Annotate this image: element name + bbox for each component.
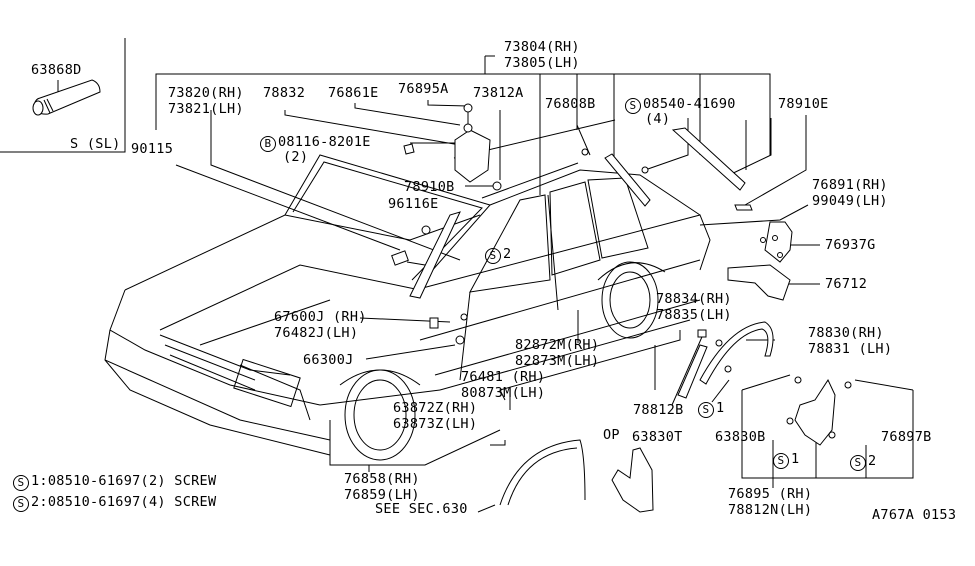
- label-78835: 78835(LH): [656, 307, 732, 323]
- screw-symbol-icon: S: [13, 475, 29, 491]
- screw-symbol-icon: S: [698, 402, 714, 418]
- label-76937g: 76937G: [825, 237, 876, 253]
- label-82872m: 82872M(RH): [515, 337, 600, 353]
- label-76482j: 76482J(LH): [274, 325, 359, 341]
- label-96116e: 96116E: [388, 196, 439, 212]
- inset-frame: [0, 38, 126, 153]
- label-78831: 78831 (LH): [808, 341, 893, 357]
- label-76861e: 76861E: [328, 85, 379, 101]
- label-73812a: 73812A: [473, 85, 524, 101]
- part-wheel-arch-liner: [499, 439, 586, 506]
- screw-symbol-icon: S: [13, 496, 29, 512]
- screw-symbol-icon: S: [850, 455, 866, 471]
- part-63830t-mudguard: [611, 447, 654, 513]
- car-body-drawing: [104, 154, 711, 461]
- label-08116-qty: (2): [283, 149, 309, 165]
- label-76481: 76481 (RH): [461, 369, 546, 385]
- part-76712: [727, 264, 791, 301]
- label-76895a: 76895A: [398, 81, 449, 97]
- label-63830t: 63830T: [632, 429, 683, 445]
- label-82873m: 82873M(LH): [515, 353, 600, 369]
- label-76891: 76891(RH): [812, 177, 888, 193]
- label-73804: 73804(RH): [504, 39, 580, 55]
- label-76712: 76712: [825, 276, 868, 292]
- label-see-sec-630: SEE SEC.630: [375, 501, 468, 517]
- label-90115: 90115: [131, 141, 174, 157]
- screw-ref-number: 2: [503, 246, 512, 262]
- label-67600j: 67600J (RH): [274, 309, 367, 325]
- label-78830: 78830(RH): [808, 325, 884, 341]
- label-78812b: 78812B: [633, 402, 684, 418]
- mirror-assembly: [403, 103, 502, 191]
- label-s-sl: S (SL): [70, 136, 121, 152]
- part-63868d-cylinder: [32, 79, 101, 116]
- label-08540-text: 08540-41690: [643, 96, 736, 112]
- label-73820: 73820(RH): [168, 85, 244, 101]
- screw-symbol-icon: S: [773, 453, 789, 469]
- fasteners: [421, 148, 753, 345]
- legend-text: 1:08510-61697(2) SCREW: [31, 473, 217, 489]
- part-76895-mudguard: [786, 376, 852, 446]
- label-76895: 76895 (RH): [728, 486, 813, 502]
- roof-moldings: [604, 127, 746, 207]
- bolt-symbol-icon: B: [260, 136, 276, 152]
- drawing-id: A767A 0153: [872, 507, 957, 523]
- screw-ref-number: 2: [868, 453, 877, 469]
- screw-symbol-icon: S: [485, 248, 501, 264]
- bracket-76858: [329, 420, 501, 513]
- label-76897b: 76897B: [881, 429, 932, 445]
- label-63830b: 63830B: [715, 429, 766, 445]
- label-76808b: 76808B: [545, 96, 596, 112]
- leader-lines: [175, 100, 820, 446]
- label-76858: 76858(RH): [344, 471, 420, 487]
- label-76859: 76859(LH): [344, 487, 420, 503]
- label-66300j: 66300J: [303, 352, 354, 368]
- label-op: OP: [603, 427, 620, 443]
- label-73821: 73821(LH): [168, 101, 244, 117]
- label-08540-qty: (4): [645, 111, 671, 127]
- label-80873m: 80873M(LH): [461, 385, 546, 401]
- label-08116-text: 08116-8201E: [278, 134, 371, 150]
- part-76937g: [760, 221, 793, 263]
- label-73805: 73805(LH): [504, 55, 580, 71]
- part-78830: [677, 321, 774, 399]
- screw-symbol-icon: S: [625, 98, 641, 114]
- screw-ref-number: 1: [791, 451, 800, 467]
- label-78910b: 78910B: [404, 179, 455, 195]
- label-78834: 78834(RH): [656, 291, 732, 307]
- label-63873z: 63873Z(LH): [393, 416, 478, 432]
- label-78812n: 78812N(LH): [728, 502, 813, 518]
- label-63868d: 63868D: [31, 62, 82, 78]
- label-78910e: 78910E: [778, 96, 829, 112]
- screw-ref-number: 1: [716, 400, 725, 416]
- legend-text: 2:08510-61697(4) SCREW: [31, 494, 217, 510]
- label-99049: 99049(LH): [812, 193, 888, 209]
- label-78832: 78832: [263, 85, 306, 101]
- label-63872z: 63872Z(RH): [393, 400, 478, 416]
